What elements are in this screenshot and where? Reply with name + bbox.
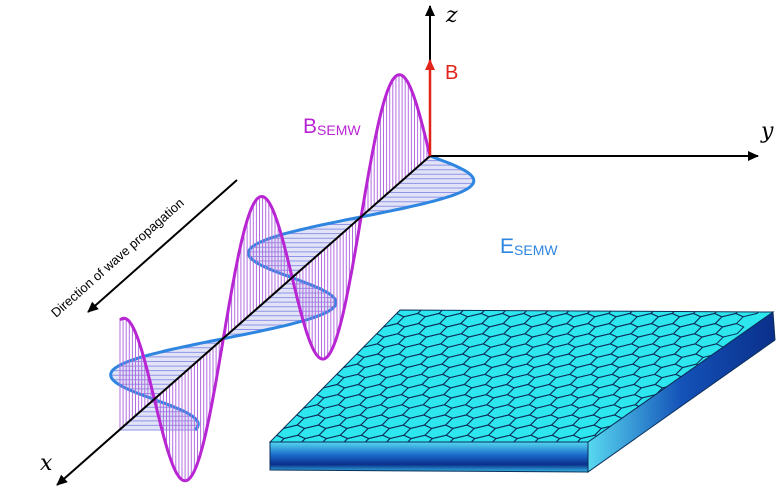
hex-cell <box>566 293 594 306</box>
hex-cell <box>460 293 488 306</box>
b-field-wave <box>119 73 432 483</box>
hex-cell <box>481 293 509 306</box>
x-axis-label: x <box>40 451 53 476</box>
propagation-arrow <box>87 179 238 313</box>
hexagonal-sheet <box>235 293 776 473</box>
e-semw-label: ESEMW <box>500 235 558 258</box>
x-axis <box>56 155 431 486</box>
b-wave-curve <box>119 73 432 483</box>
y-axis-label: y <box>760 119 774 144</box>
z-axis-label: z <box>445 3 458 28</box>
propagation-direction: Direction of wave propagation <box>48 179 238 320</box>
hex-cell <box>629 293 657 306</box>
b-semw-label: BSEMW <box>303 115 361 138</box>
hex-cell <box>714 293 742 306</box>
hex-cell <box>608 293 636 306</box>
hex-cell <box>417 293 445 306</box>
hex-cell <box>396 293 424 306</box>
hex-cell <box>274 394 304 409</box>
hex-cell <box>672 293 700 306</box>
hex-cell <box>334 333 364 348</box>
b-wave-hatching <box>119 74 428 481</box>
hex-cell <box>354 312 384 328</box>
hex-cell <box>270 414 284 429</box>
hex-cell <box>294 373 324 389</box>
coordinate-axes <box>56 5 759 486</box>
hex-cell <box>523 293 551 306</box>
hex-cell <box>587 293 615 306</box>
hex-cell <box>502 293 530 306</box>
propagation-label: Direction of wave propagation <box>48 195 187 320</box>
b-vector-label: B <box>445 62 458 84</box>
hex-cell <box>651 293 679 306</box>
hex-cell <box>439 293 467 306</box>
hex-cell <box>236 446 264 459</box>
sheet-front-side <box>269 441 589 473</box>
hex-cell <box>545 293 573 306</box>
hex-cell <box>735 293 763 306</box>
hex-lattice <box>235 293 765 459</box>
e-field-wave <box>109 154 476 432</box>
hex-cell <box>693 293 721 306</box>
hex-cell <box>375 293 403 306</box>
hex-cell <box>735 310 765 318</box>
hex-cell <box>235 435 263 448</box>
e-wave-hatching <box>110 160 474 431</box>
